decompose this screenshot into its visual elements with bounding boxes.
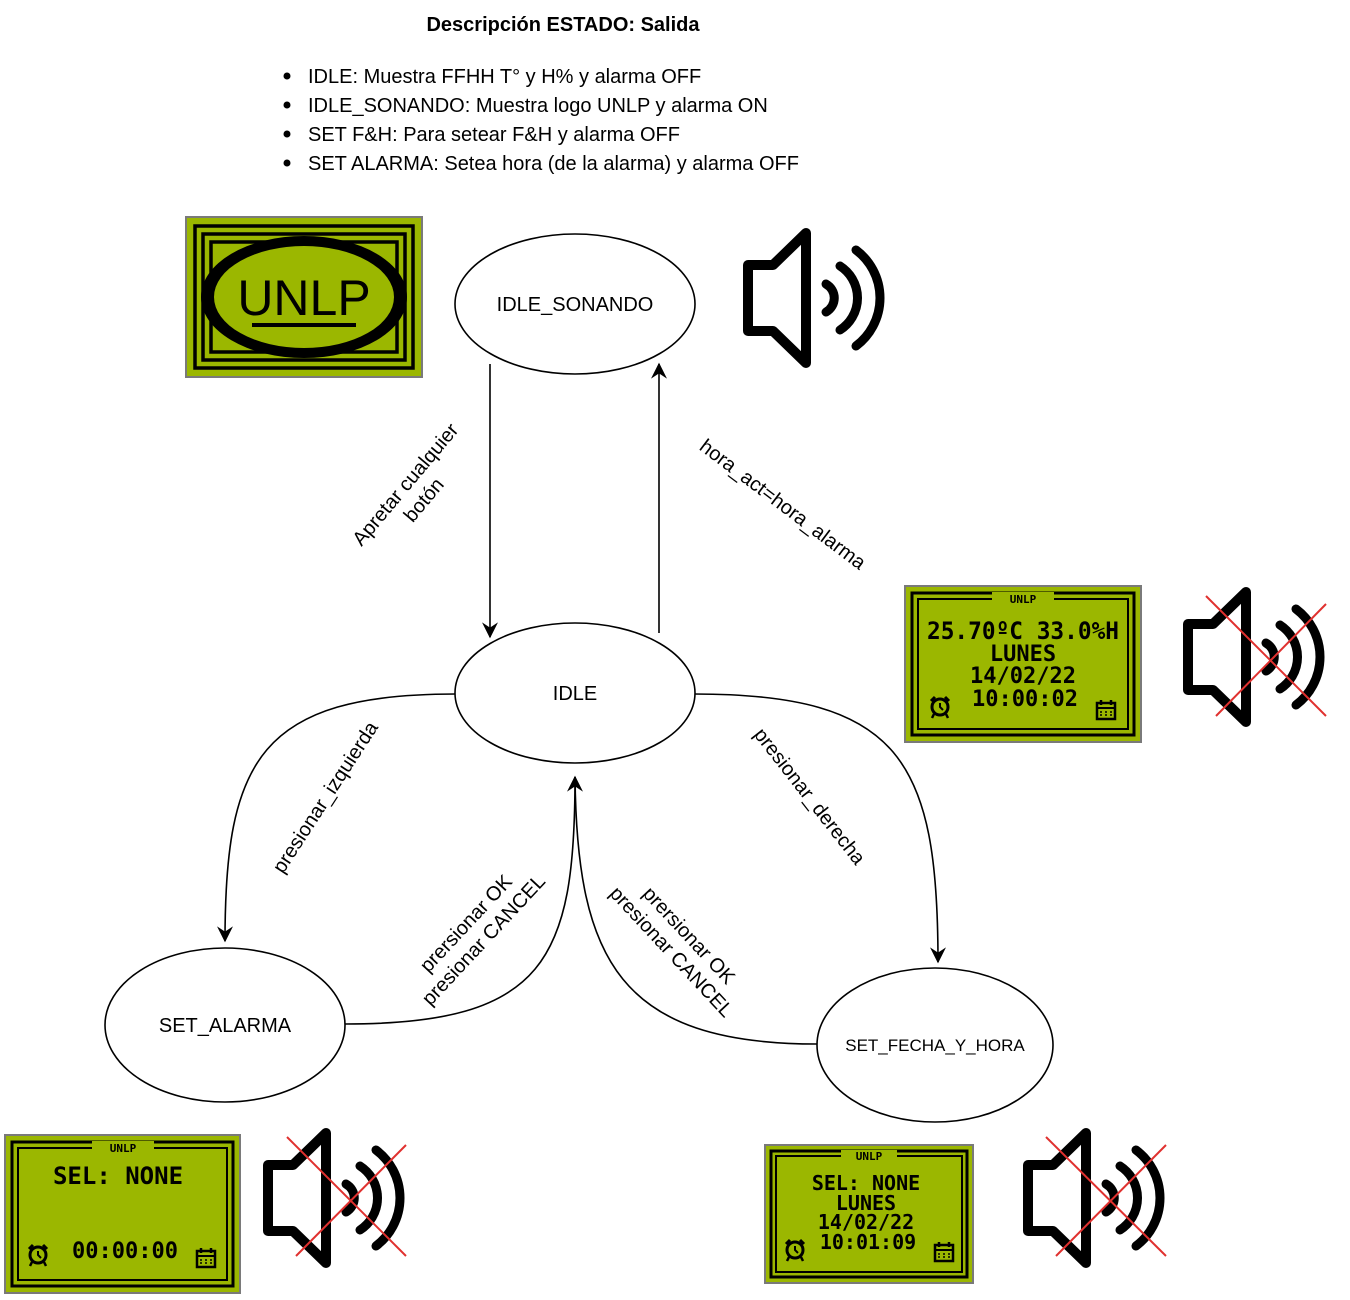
node-label: SET_FECHA_Y_HORA [845, 1036, 1025, 1055]
speaker-muted-icon [1188, 592, 1327, 722]
bullet-item: SET ALARMA: Setea hora (de la alarma) y … [308, 153, 799, 175]
edge-label-press-left: presionar_izquierda [269, 717, 384, 877]
edge-idle-to-set-alarma [217, 693, 457, 943]
node-label: IDLE [553, 683, 597, 705]
diagram-title: Descripción ESTADO: Salida [426, 14, 700, 36]
speaker-muted-icon [1028, 1133, 1167, 1263]
bullet-list: IDLE: Muestra FFHH T° y H% y alarma OFF … [283, 66, 799, 175]
edge-label-press-right: presionar_derecha [749, 724, 870, 870]
state-node-set-alarma: SET_ALARMA [104, 947, 346, 1103]
lcd-line: SEL: NONE [812, 1171, 920, 1195]
lcd-line: 25.70ºC 33.0%H [927, 617, 1119, 645]
node-label: SET_ALARMA [159, 1015, 292, 1037]
lcd-line: 14/02/22 [970, 664, 1076, 689]
edge-set-alarma-to-idle [344, 775, 583, 1025]
lcd-line: 14/02/22 [818, 1210, 914, 1234]
state-node-idle-sonando: IDLE_SONANDO [454, 233, 696, 375]
bullet-dot [283, 101, 291, 109]
lcd-line: 10:01:09 [820, 1230, 916, 1254]
edge-set-fecha-to-idle [574, 776, 818, 1045]
lcd-set-alarma: UNLP SEL: NONE 00:00:00 [4, 1134, 241, 1294]
bullet-item: IDLE_SONANDO: Muestra logo UNLP y alarma… [308, 95, 768, 117]
lcd-set-fecha-y-hora: UNLP SEL: NONE LUNES 14/02/22 10:01:09 [764, 1144, 974, 1284]
lcd-line: 10:00:02 [972, 687, 1078, 712]
lcd-idle: UNLP 25.70ºC 33.0%H LUNES 14/02/22 10:00… [904, 585, 1142, 743]
bullet-dot [283, 159, 291, 167]
edges [217, 362, 946, 1045]
lcd-header: UNLP [856, 1150, 883, 1163]
lcd-idle-sonando: UNLP [185, 216, 423, 378]
edge-idle-to-set-fecha [693, 693, 946, 964]
edge-label-alarm-time: hora_act=hora_alarma [695, 435, 870, 575]
state-node-set-fecha-y-hora: SET_FECHA_Y_HORA [816, 967, 1054, 1123]
lcd-line: SEL: NONE [53, 1162, 183, 1190]
lcd-line: LUNES [990, 642, 1056, 667]
speaker-muted-icon [268, 1133, 407, 1263]
edge-label-press-any: Apretar cualquier [348, 419, 463, 550]
node-label: IDLE_SONANDO [497, 294, 654, 316]
state-node-idle: IDLE [454, 622, 696, 764]
lcd-header: UNLP [1010, 593, 1037, 606]
lcd-line: 00:00:00 [72, 1239, 178, 1264]
lcd-header: UNLP [110, 1142, 137, 1155]
bullet-dot [283, 130, 291, 138]
unlp-logo-text: UNLP [237, 270, 370, 326]
speaker-on-icon [748, 233, 880, 363]
lcd-line: LUNES [836, 1191, 896, 1215]
bullet-item: SET F&H: Para setear F&H y alarma OFF [308, 124, 680, 146]
bullet-dot [283, 72, 291, 80]
bullet-item: IDLE: Muestra FFHH T° y H% y alarma OFF [308, 66, 701, 88]
